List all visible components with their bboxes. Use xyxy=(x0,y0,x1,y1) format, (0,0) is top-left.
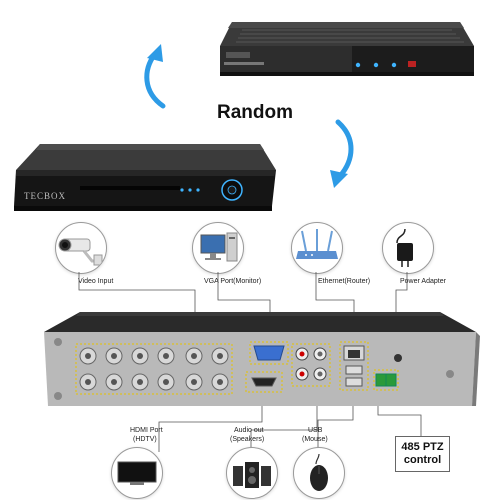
page-title: Random xyxy=(217,102,293,123)
arrow-up-icon xyxy=(135,40,175,110)
brand-logo: TECBOX xyxy=(24,191,66,201)
dvr-top-right xyxy=(212,18,480,88)
video-input-label: Video Input xyxy=(78,278,114,285)
dvr-tecbox: TECBOX xyxy=(10,140,280,220)
ptz-control-box: 485 PTZ control xyxy=(395,436,450,472)
audio-out-label-2: (Speakers) xyxy=(230,436,265,443)
usb-label-1: USB xyxy=(308,427,323,434)
speakers-circle xyxy=(226,447,278,499)
ethernet-label: Ethernet(Router) xyxy=(318,278,371,285)
usb-label-2: (Mouse) xyxy=(302,436,328,443)
power-adapter-circle xyxy=(382,222,434,274)
hdmi-port-label-1: HDMI Port xyxy=(130,427,163,434)
power-adapter-label: Power Adapter xyxy=(400,278,446,285)
audio-out-label-1: Audio out xyxy=(234,427,264,434)
vga-port-label: VGA Port(Monitor) xyxy=(204,278,262,285)
ptz-label-1: 485 PTZ xyxy=(401,441,444,453)
ptz-label-2: control xyxy=(403,454,442,466)
mouse-circle xyxy=(293,447,345,499)
hdmi-port-label-2: (HDTV) xyxy=(133,436,157,443)
tv-circle xyxy=(111,447,163,499)
router-circle xyxy=(291,222,343,274)
dvr-back-panel xyxy=(40,310,480,410)
camera-circle xyxy=(55,222,107,274)
monitor-circle xyxy=(192,222,244,274)
arrow-down-icon xyxy=(320,118,360,190)
